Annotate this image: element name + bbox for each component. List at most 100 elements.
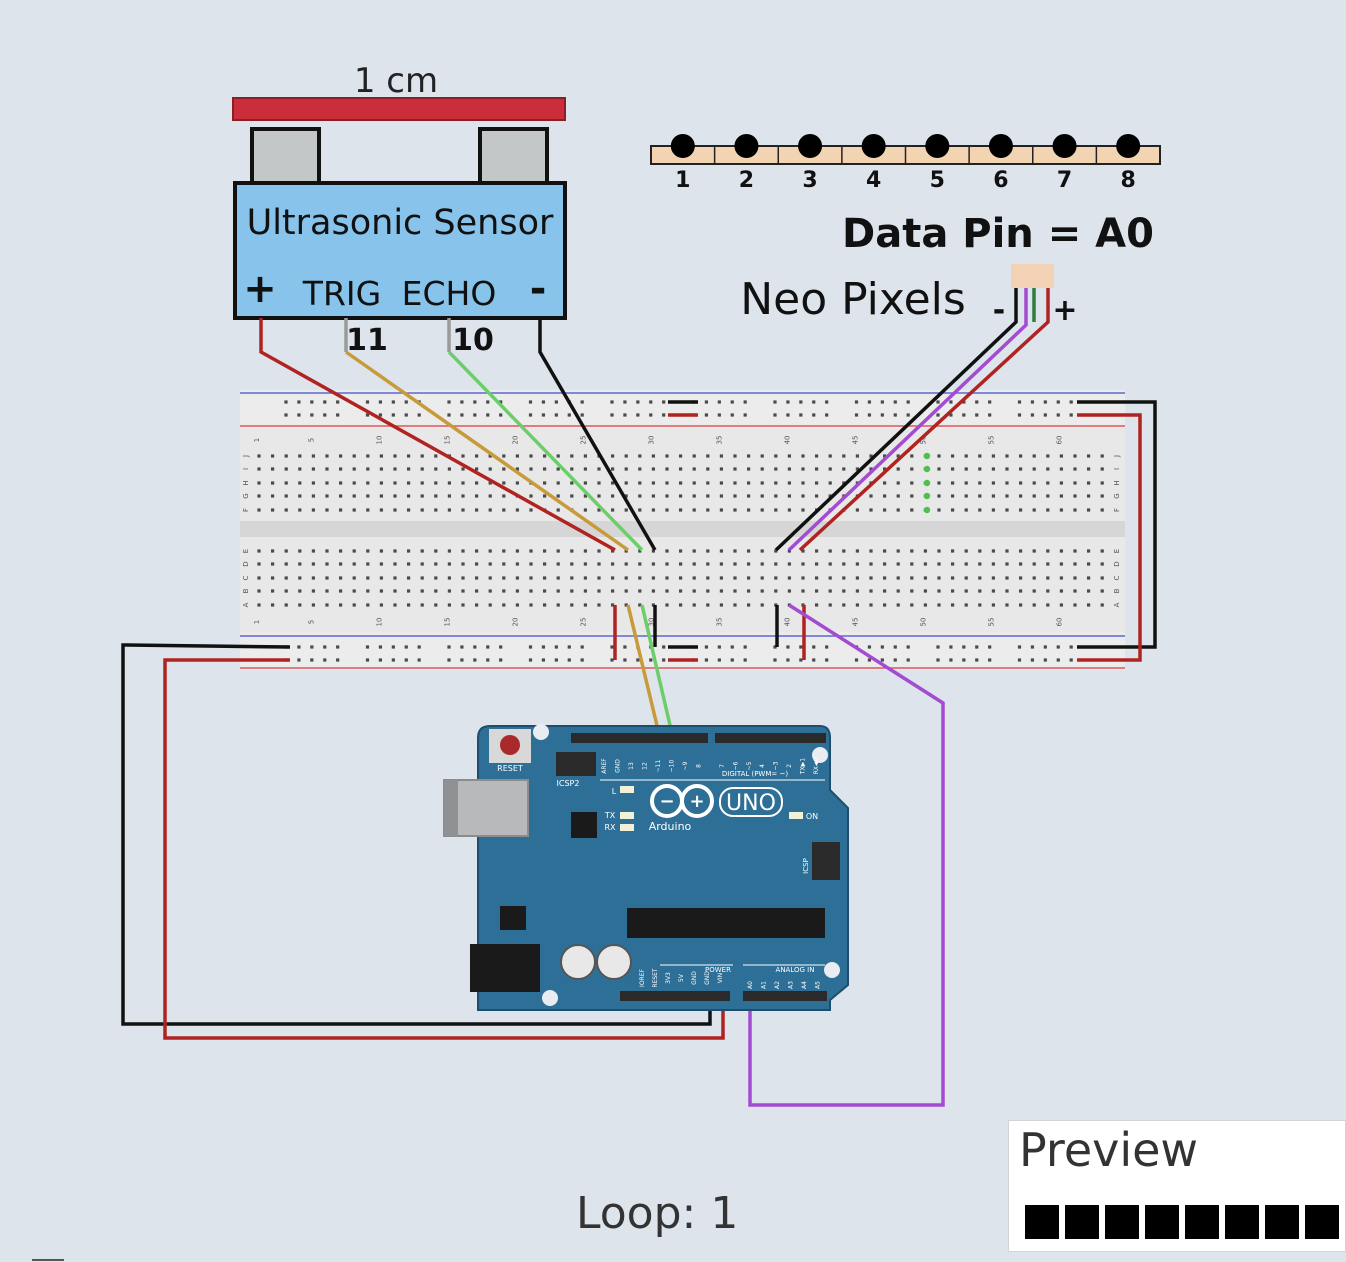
wire-data-to-a0[interactable]: [748, 603, 945, 1107]
breadboard-hole: [1019, 603, 1023, 607]
wire-neopixel-data[interactable]: [787, 288, 1028, 552]
breadboard-hole: [502, 481, 506, 485]
breadboard-hole: [257, 549, 261, 553]
breadboard-hole: [352, 481, 356, 485]
breadboard-hole: [1100, 562, 1104, 566]
breadboard-hole: [951, 562, 955, 566]
breadboard-hole: [1087, 603, 1091, 607]
wire-neopixel-vcc[interactable]: [798, 288, 1050, 552]
breadboard-hole: [543, 467, 547, 471]
breadboard-hole: [325, 467, 329, 471]
breadboard-rail-hole: [662, 400, 666, 404]
breadboard-column-number: 10: [375, 436, 383, 445]
wire-echo[interactable]: [447, 350, 644, 552]
breadboard-hole: [420, 576, 424, 580]
wire-rail-loop-black[interactable]: [1077, 400, 1157, 649]
breadboard-hole: [1059, 576, 1063, 580]
arduino-uno[interactable]: RESET ICSP2 L TX RX − + Arduino UNO ON D…: [443, 724, 849, 1011]
breadboard-hole: [828, 481, 832, 485]
wire-trig[interactable]: [344, 350, 630, 552]
breadboard-hole: [597, 508, 601, 512]
breadboard-hole: [883, 508, 887, 512]
breadboard-hole: [774, 481, 778, 485]
breadboard-hole: [447, 603, 451, 607]
reset-button[interactable]: [500, 735, 520, 755]
breadboard-hole: [991, 481, 995, 485]
breadboard-hole: [393, 589, 397, 593]
wire-vin-to-arduino[interactable]: [163, 658, 725, 1040]
breadboard-rail-hole: [867, 645, 872, 649]
breadboard-rail-hole: [662, 645, 666, 649]
breadboard-hole: [665, 603, 669, 607]
breadboard-hole: [937, 494, 941, 498]
wire-sensor-vcc[interactable]: [259, 318, 616, 552]
breadboard-hole: [1073, 603, 1077, 607]
breadboard-row-letter: D: [1113, 561, 1121, 566]
wire-gnd-to-arduino[interactable]: [121, 643, 712, 1026]
breadboard-hole: [1019, 454, 1023, 458]
breadboard-hole: [679, 589, 683, 593]
breadboard-row-letter: F: [1113, 508, 1121, 512]
breadboard-rail-hole: [1069, 413, 1073, 417]
breadboard-hole: [257, 454, 261, 458]
breadboard-rail-hole: [391, 400, 395, 404]
breadboard-rail-hole: [310, 645, 314, 649]
breadboard-hole: [883, 603, 887, 607]
wire-echo-to-arduino[interactable]: [640, 604, 675, 739]
breadboard-hole: [529, 454, 533, 458]
loop-counter: Loop: 1: [576, 1188, 739, 1239]
neopixel-led: [798, 134, 823, 158]
breadboard-hole: [828, 467, 832, 471]
breadboard-hole: [325, 603, 329, 607]
preview-led: [1265, 1205, 1299, 1239]
mounting-hole: [533, 724, 549, 740]
breadboard-hole: [556, 467, 560, 471]
breadboard-hole: [366, 562, 370, 566]
breadboard-rail-hole: [1017, 413, 1022, 417]
breadboard-hole: [910, 467, 914, 471]
breadboard-hole: [366, 494, 370, 498]
breadboard-hole: [842, 481, 846, 485]
breadboard-rail-hole: [975, 400, 979, 404]
breadboard-rail-hole: [365, 645, 370, 649]
wire-neopixel-gnd[interactable]: [774, 288, 1018, 552]
breadboard-hole: [257, 481, 261, 485]
breadboard-hole: [787, 508, 791, 512]
breadboard-rail-hole: [773, 400, 777, 404]
breadboard-hole: [352, 508, 356, 512]
breadboard-hole: [543, 589, 547, 593]
wire-rail-loop-red[interactable]: [1077, 413, 1142, 662]
breadboard-rail-hole: [1043, 658, 1047, 662]
breadboard-rail-hole: [893, 645, 897, 649]
neopixel-connector: [1011, 264, 1054, 288]
breadboard-rail-hole: [1069, 658, 1073, 662]
breadboard[interactable]: 1155101015152020252530303535404045455050…: [240, 390, 1125, 670]
led-tx-label: TX: [604, 811, 616, 820]
breadboard-hole: [719, 576, 723, 580]
breadboard-hole: [815, 481, 819, 485]
breadboard-hole: [923, 603, 927, 607]
breadboard-hole: [570, 562, 574, 566]
power-pin-label: GND: [691, 971, 698, 985]
breadboard-hole: [869, 562, 873, 566]
breadboard-hole: [597, 562, 601, 566]
breadboard-hole: [543, 454, 547, 458]
breadboard-hole: [869, 589, 873, 593]
breadboard-hole: [366, 481, 370, 485]
breadboard-hole: [991, 589, 995, 593]
breadboard-column-number: 40: [783, 436, 791, 445]
ultrasonic-sensor[interactable]: 1 cm Ultrasonic Sensor + TRIG ECHO - 11 …: [232, 61, 567, 358]
neopixel-index-label: 5: [930, 168, 945, 193]
breadboard-rail-hole: [906, 658, 910, 662]
breadboard-hole: [624, 494, 628, 498]
wire-trig-to-arduino[interactable]: [626, 604, 662, 739]
breadboard-rail-hole: [825, 400, 829, 404]
breadboard-rail-hole: [936, 400, 940, 404]
breadboard-hole: [271, 467, 275, 471]
breadboard-rail-hole: [284, 413, 288, 417]
breadboard-hole: [747, 494, 751, 498]
wire-sensor-gnd[interactable]: [538, 318, 657, 551]
